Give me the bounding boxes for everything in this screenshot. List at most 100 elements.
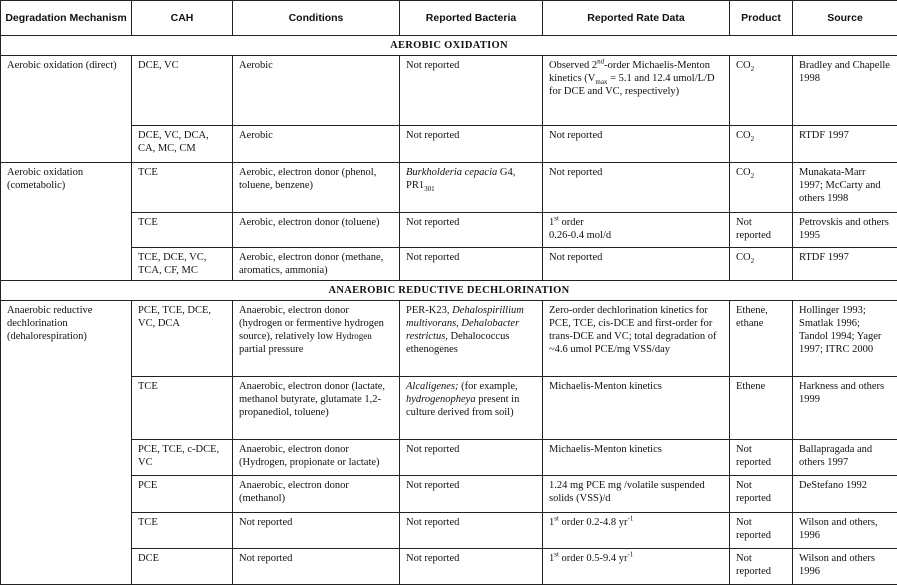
rate-text: order 0.2-4.8 yr xyxy=(559,517,628,528)
cell-product: CO2 xyxy=(730,248,793,281)
table-row: TCE Aerobic, electron donor (toluene) No… xyxy=(1,213,897,248)
rate-subscript: max xyxy=(595,78,607,86)
cell-rate: Michaelis-Menton kinetics xyxy=(543,377,730,440)
table-row: DCE, VC, DCA, CA, MC, CM Aerobic Not rep… xyxy=(1,126,897,163)
rate-text: order xyxy=(559,217,584,228)
product-text: CO xyxy=(736,167,751,178)
rate-text: 0.26-0.4 mol/d xyxy=(549,230,611,241)
conditions-text: partial pressure xyxy=(239,344,303,355)
cell-conditions: Anaerobic, electron donor (lactate, meth… xyxy=(233,377,400,440)
cell-conditions: Not reported xyxy=(233,549,400,585)
cell-product: CO2 xyxy=(730,126,793,163)
table-row: TCE, DCE, VC, TCA, CF, MC Aerobic, elect… xyxy=(1,248,897,281)
conditions-small-text: Hydrogen xyxy=(336,331,372,341)
cell-bacteria: Not reported xyxy=(400,248,543,281)
cell-cah: TCE xyxy=(132,163,233,213)
table-row: Aerobic oxidation (cometabolic) TCE Aero… xyxy=(1,163,897,213)
cell-product: Not reported xyxy=(730,213,793,248)
cell-bacteria: Not reported xyxy=(400,476,543,513)
table-row: Anaerobic reductive dechlorination (deha… xyxy=(1,301,897,377)
rate-text: order 0.5-9.4 yr xyxy=(559,553,628,564)
cell-bacteria: Not reported xyxy=(400,440,543,476)
cell-rate: Observed 2nd-order Michaelis-Menton kine… xyxy=(543,56,730,126)
cell-source: RTDF 1997 xyxy=(793,126,897,163)
cell-product: Ethene xyxy=(730,377,793,440)
bacteria-italic: Burkholderia cepacia xyxy=(406,167,497,178)
cell-source: Wilson and others, 1996 xyxy=(793,513,897,549)
rate-superscript: -1 xyxy=(627,551,633,559)
cell-conditions: Anaerobic, electron donor (hydrogen or f… xyxy=(233,301,400,377)
cell-bacteria: Not reported xyxy=(400,56,543,126)
header-bacteria: Reported Bacteria xyxy=(400,1,543,36)
cell-bacteria: Alcaligenes; (for example, hydrogenophey… xyxy=(400,377,543,440)
cell-mechanism: Anaerobic reductive dechlorination (deha… xyxy=(1,301,132,585)
table-row: PCE Anaerobic, electron donor (methanol)… xyxy=(1,476,897,513)
cell-bacteria: Not reported xyxy=(400,213,543,248)
header-row: Degradation Mechanism CAH Conditions Rep… xyxy=(1,1,897,36)
header-product: Product xyxy=(730,1,793,36)
product-subscript: 2 xyxy=(751,172,755,180)
cell-cah: PCE, TCE, c-DCE, VC xyxy=(132,440,233,476)
cell-mechanism: Aerobic oxidation (cometabolic) xyxy=(1,163,132,281)
cell-source: Petrovskis and others 1995 xyxy=(793,213,897,248)
cell-product: Not reported xyxy=(730,549,793,585)
cell-product: CO2 xyxy=(730,163,793,213)
cell-product: Not reported xyxy=(730,513,793,549)
bacteria-italic: hydrogenopheya xyxy=(406,394,476,405)
table-row: TCE Anaerobic, electron donor (lactate, … xyxy=(1,377,897,440)
cell-cah: TCE xyxy=(132,513,233,549)
table-row: Aerobic oxidation (direct) DCE, VC Aerob… xyxy=(1,56,897,126)
section-row-anaerobic: ANAEROBIC REDUCTIVE DECHLORINATION xyxy=(1,281,897,301)
cell-cah: TCE xyxy=(132,377,233,440)
cell-conditions: Aerobic, electron donor (toluene) xyxy=(233,213,400,248)
cell-mechanism: Aerobic oxidation (direct) xyxy=(1,56,132,163)
cell-bacteria: Not reported xyxy=(400,513,543,549)
cell-rate: 1.24 mg PCE mg /volatile suspended solid… xyxy=(543,476,730,513)
cell-conditions: Aerobic, electron donor (methane, aromat… xyxy=(233,248,400,281)
cell-source: RTDF 1997 xyxy=(793,248,897,281)
cell-rate: Zero-order dechlorination kinetics for P… xyxy=(543,301,730,377)
cell-rate: Not reported xyxy=(543,163,730,213)
bacteria-text: PER-K23, xyxy=(406,305,452,316)
cell-source: Munakata-Marr 1997; McCarty and others 1… xyxy=(793,163,897,213)
product-text: CO xyxy=(736,60,751,71)
cell-bacteria: Not reported xyxy=(400,549,543,585)
rate-superscript: -1 xyxy=(627,515,633,523)
cell-rate: 1st order 0.5-9.4 yr-1 xyxy=(543,549,730,585)
cell-source: Hollinger 1993; Smatlak 1996; Tandol 199… xyxy=(793,301,897,377)
header-cah: CAH xyxy=(132,1,233,36)
section-title-anaerobic: ANAEROBIC REDUCTIVE DECHLORINATION xyxy=(1,281,897,301)
cell-rate: Michaelis-Menton kinetics xyxy=(543,440,730,476)
header-rate: Reported Rate Data xyxy=(543,1,730,36)
cell-cah: DCE, VC xyxy=(132,56,233,126)
cell-cah: PCE xyxy=(132,476,233,513)
cell-source: Bradley and Chapelle 1998 xyxy=(793,56,897,126)
rate-text: Observed 2 xyxy=(549,60,597,71)
table-row: TCE Not reported Not reported 1st order … xyxy=(1,513,897,549)
section-row-aerobic: AEROBIC OXIDATION xyxy=(1,36,897,56)
section-title-aerobic: AEROBIC OXIDATION xyxy=(1,36,897,56)
cell-source: Harkness and others 1999 xyxy=(793,377,897,440)
cell-product: Not reported xyxy=(730,476,793,513)
cell-conditions: Aerobic, electron donor (phenol, toluene… xyxy=(233,163,400,213)
cell-bacteria: Not reported xyxy=(400,126,543,163)
cell-cah: DCE xyxy=(132,549,233,585)
product-subscript: 2 xyxy=(751,135,755,143)
header-source: Source xyxy=(793,1,897,36)
bacteria-italic: Alcaligenes; xyxy=(406,381,458,392)
cell-bacteria: PER-K23, Dehalospirillium multivorans, D… xyxy=(400,301,543,377)
product-text: CO xyxy=(736,252,751,263)
header-conditions: Conditions xyxy=(233,1,400,36)
cell-conditions: Aerobic xyxy=(233,56,400,126)
cell-source: DeStefano 1992 xyxy=(793,476,897,513)
cell-source: Wilson and others 1996 xyxy=(793,549,897,585)
product-subscript: 2 xyxy=(751,65,755,73)
cell-conditions: Not reported xyxy=(233,513,400,549)
cell-bacteria: Burkholderia cepacia G4, PR1301 xyxy=(400,163,543,213)
cell-product: Not reported xyxy=(730,440,793,476)
cell-source: Ballapragada and others 1997 xyxy=(793,440,897,476)
cell-conditions: Anaerobic, electron donor (Hydrogen, pro… xyxy=(233,440,400,476)
table-row: DCE Not reported Not reported 1st order … xyxy=(1,549,897,585)
